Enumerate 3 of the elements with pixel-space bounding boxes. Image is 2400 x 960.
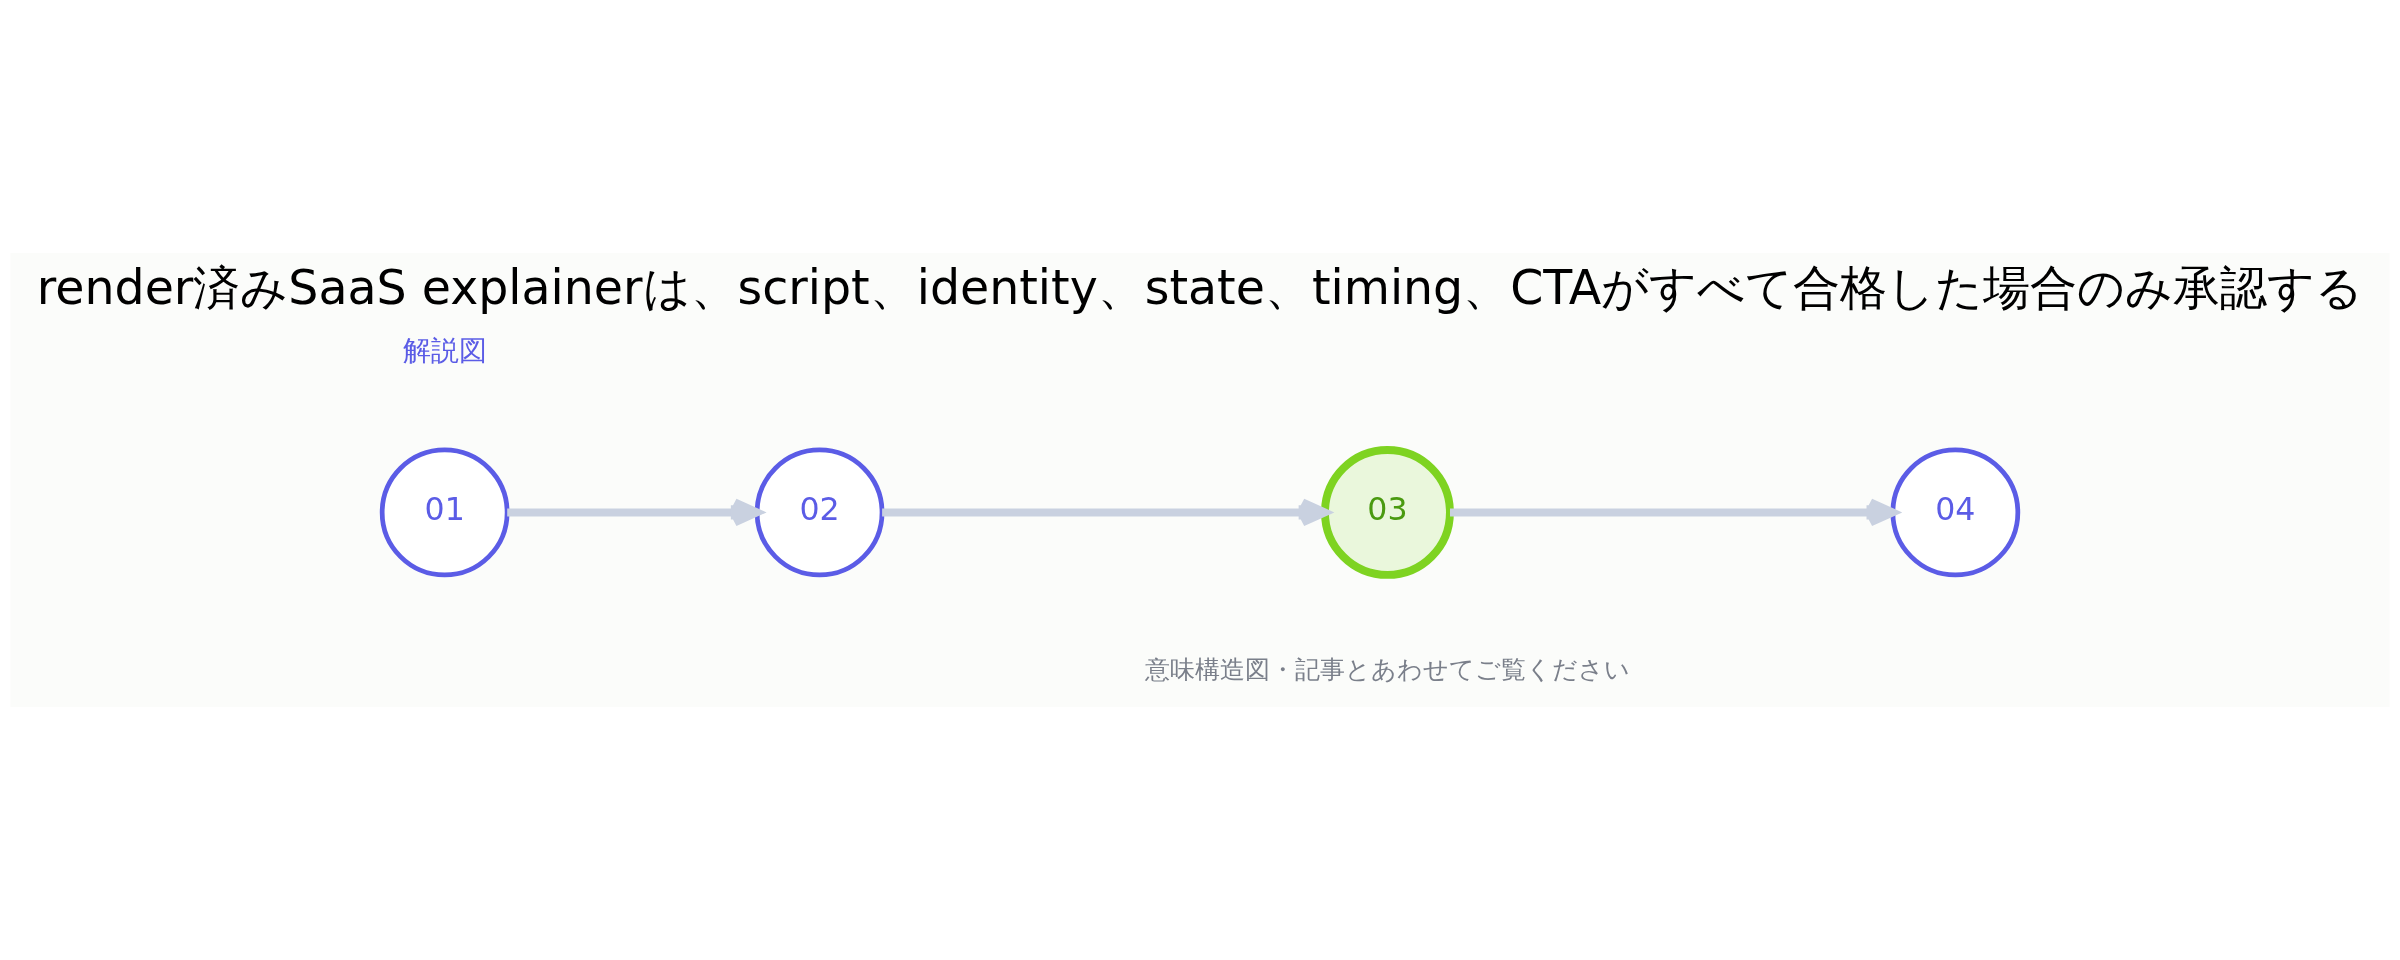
caption: 意味構造図・記事とあわせてご覧ください — [1144, 655, 1630, 685]
label: 解説図 — [402, 333, 487, 367]
diagram-title: render済みSaaS explainerは、script、identity、state、timing、CTAがすべて合格した場合のみ承認する — [36, 259, 2364, 315]
